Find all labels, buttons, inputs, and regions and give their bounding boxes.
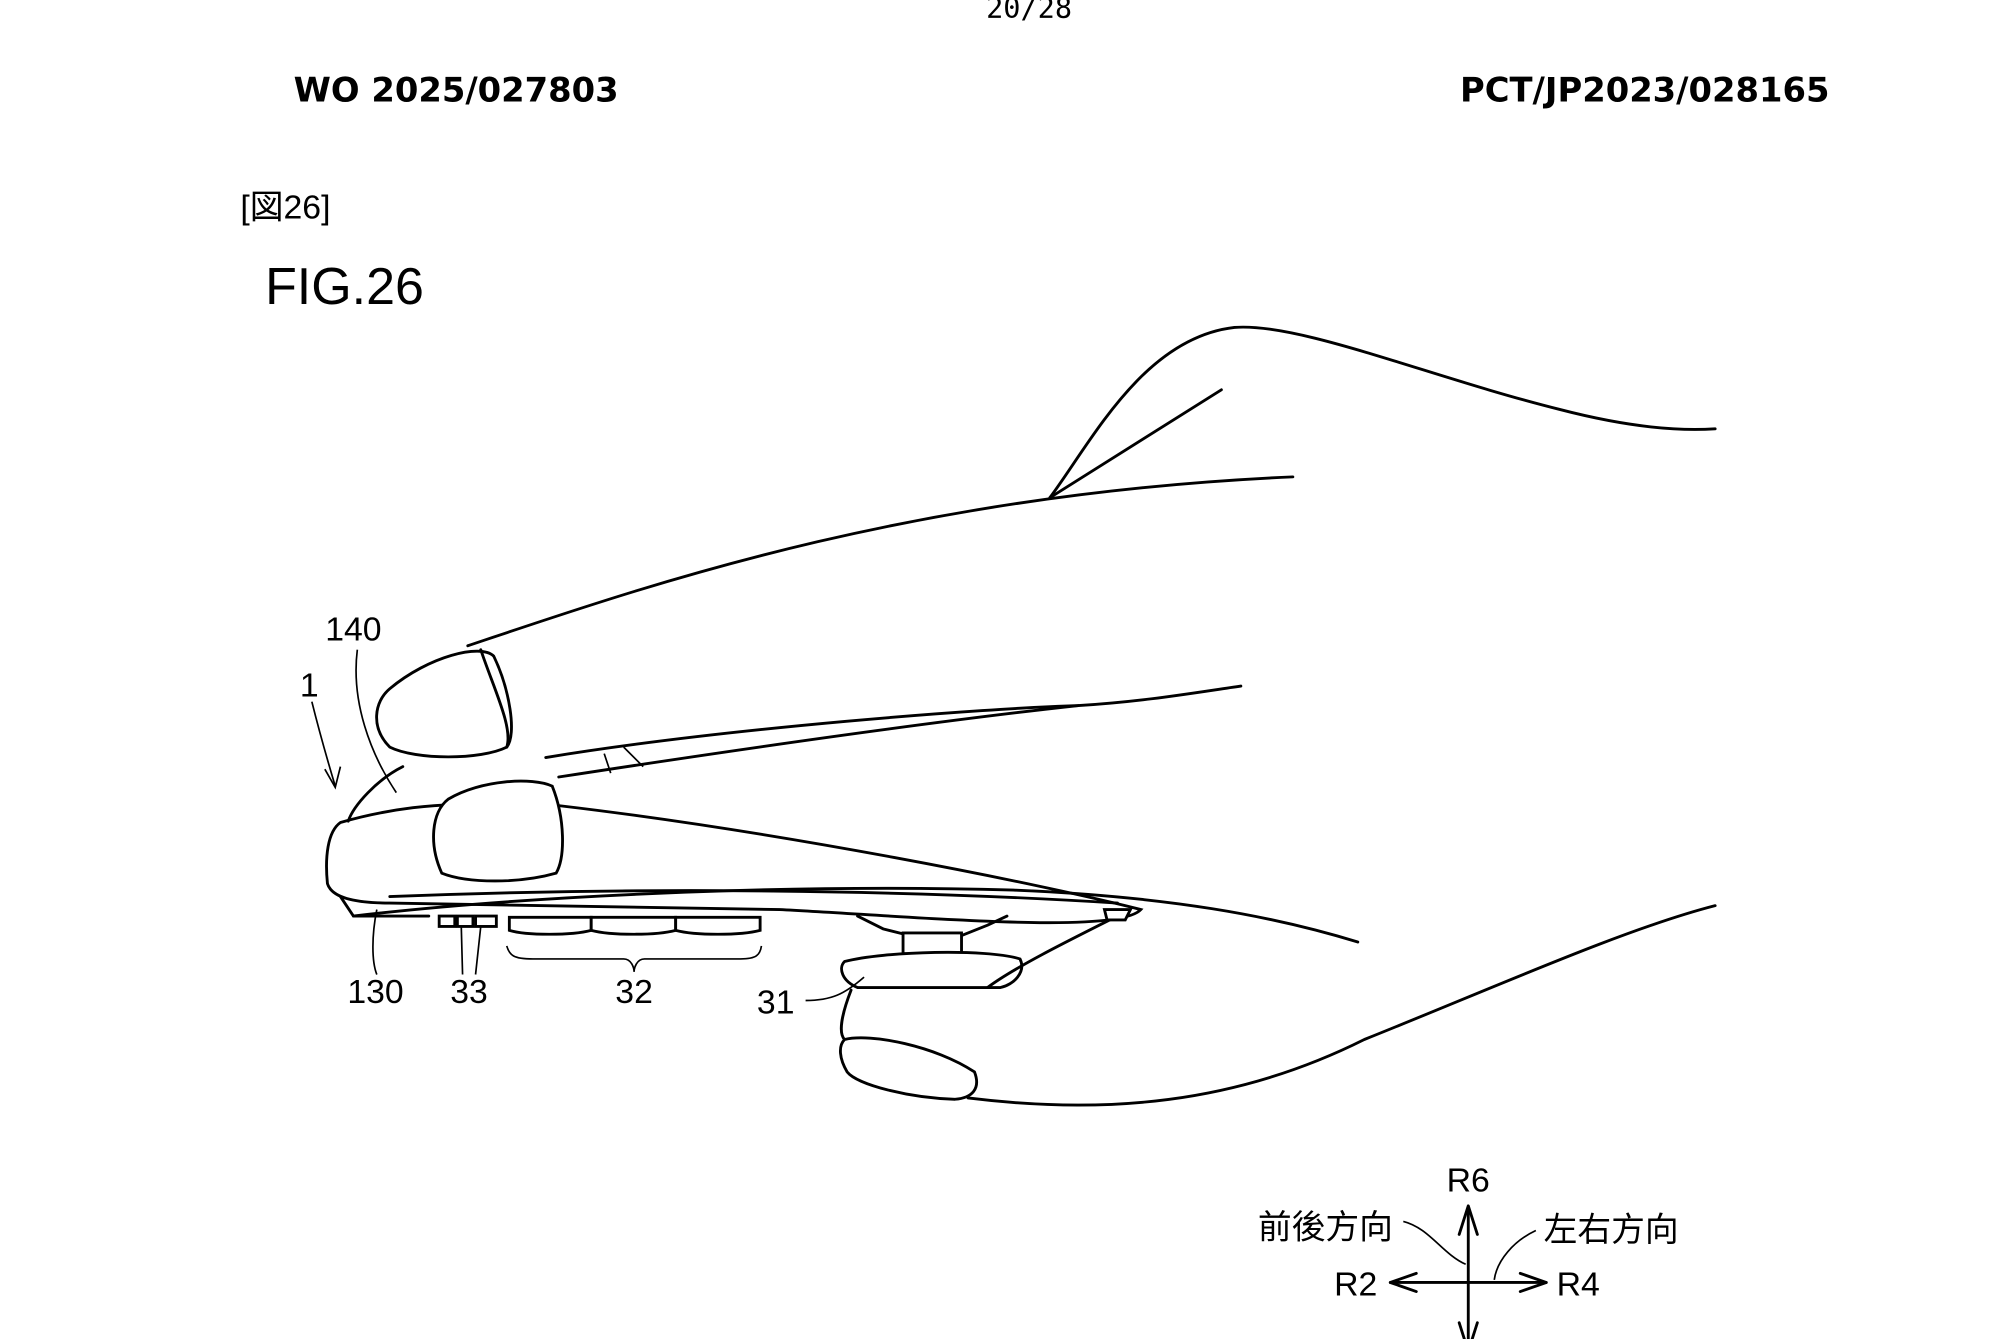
- figure-title: FIG.26: [265, 258, 424, 316]
- hand-and-controller-illustration: [325, 325, 1717, 1107]
- direction-legend: [1388, 1204, 1548, 1339]
- ref-label-32: 32: [615, 973, 653, 1011]
- ref-label-1: 1: [300, 666, 319, 704]
- figure-jp-label: [図26]: [240, 188, 330, 226]
- direction-front-back: 前後方向: [1258, 1208, 1393, 1246]
- direction-r4: R4: [1557, 1265, 1600, 1303]
- ref-label-31: 31: [757, 984, 795, 1022]
- page-number: 20/28: [986, 0, 1072, 25]
- direction-r2: R2: [1334, 1265, 1377, 1303]
- ref-label-33: 33: [450, 973, 488, 1011]
- application-number: PCT/JP2023/028165: [1460, 70, 1829, 109]
- direction-r6: R6: [1447, 1162, 1490, 1200]
- reference-leaders: [311, 649, 865, 1002]
- direction-left-right: 左右方向: [1544, 1211, 1679, 1249]
- ref-label-130: 130: [347, 973, 403, 1011]
- publication-number: WO 2025/027803: [294, 70, 619, 109]
- ref-label-140: 140: [325, 611, 381, 649]
